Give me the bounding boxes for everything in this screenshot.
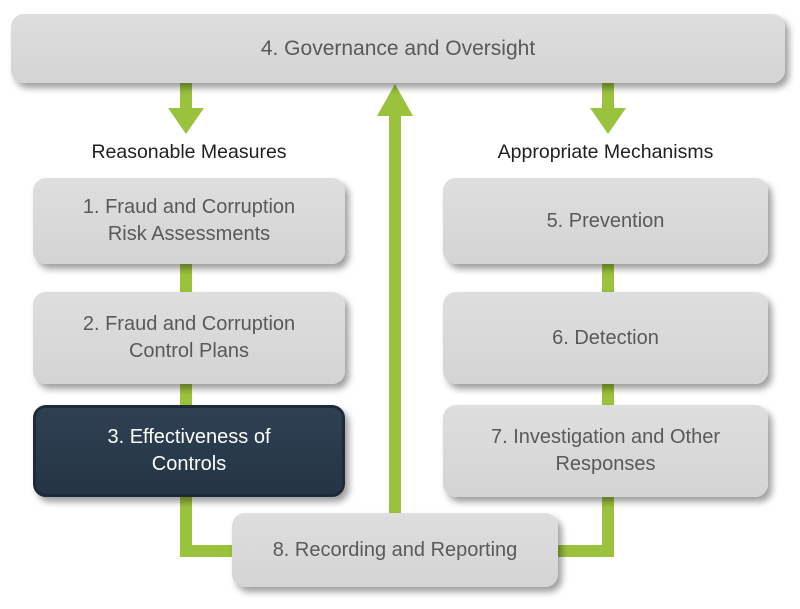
- connector-left-1-2: [180, 262, 192, 294]
- box-investigation-and-other-responses: 7. Investigation and Other Responses: [443, 405, 768, 497]
- box-governance-and-oversight: 4. Governance and Oversight: [11, 14, 785, 83]
- column-header-label: Appropriate Mechanisms: [497, 140, 714, 163]
- up-arrow-center-head-icon: [377, 84, 413, 116]
- connector-right-7-8: [557, 494, 614, 557]
- box-governance-label: 4. Governance and Oversight: [260, 37, 536, 60]
- column-header-label: Reasonable Measures: [91, 140, 287, 163]
- connector-right-6-7: [602, 382, 614, 407]
- box-label: 1. Fraud and Corruption Risk Assessments: [82, 196, 296, 245]
- box-label: 7. Investigation and Other Responses: [490, 426, 721, 475]
- box-fraud-corruption-risk-assessments: 1. Fraud and Corruption Risk Assessments: [33, 178, 345, 264]
- connector-right-5-6: [602, 262, 614, 294]
- box-label: 5. Prevention: [546, 209, 665, 232]
- column-header-reasonable-measures: Reasonable Measures: [33, 138, 345, 166]
- down-arrow-right-shaft-icon: [602, 82, 614, 109]
- box-effectiveness-of-controls: 3. Effectiveness of Controls: [33, 405, 345, 497]
- box-fraud-corruption-control-plans: 2. Fraud and Corruption Control Plans: [33, 292, 345, 384]
- connector-left-2-3: [180, 382, 192, 407]
- box-prevention: 5. Prevention: [443, 178, 768, 264]
- box-label: 2. Fraud and Corruption Control Plans: [82, 313, 296, 362]
- column-header-appropriate-mechanisms: Appropriate Mechanisms: [443, 138, 768, 166]
- down-arrow-left-head-icon: [168, 108, 204, 134]
- up-arrow-center-shaft-icon: [389, 113, 401, 514]
- box-label: 6. Detection: [552, 326, 659, 349]
- connector-left-3-8: [180, 494, 233, 557]
- box-recording-and-reporting: 8. Recording and Reporting: [232, 513, 558, 587]
- down-arrow-left-shaft-icon: [180, 82, 192, 109]
- box-detection: 6. Detection: [443, 292, 768, 384]
- box-label: 8. Recording and Reporting: [272, 538, 518, 561]
- down-arrow-right-head-icon: [590, 108, 626, 134]
- box-label: 3. Effectiveness of Controls: [107, 426, 271, 475]
